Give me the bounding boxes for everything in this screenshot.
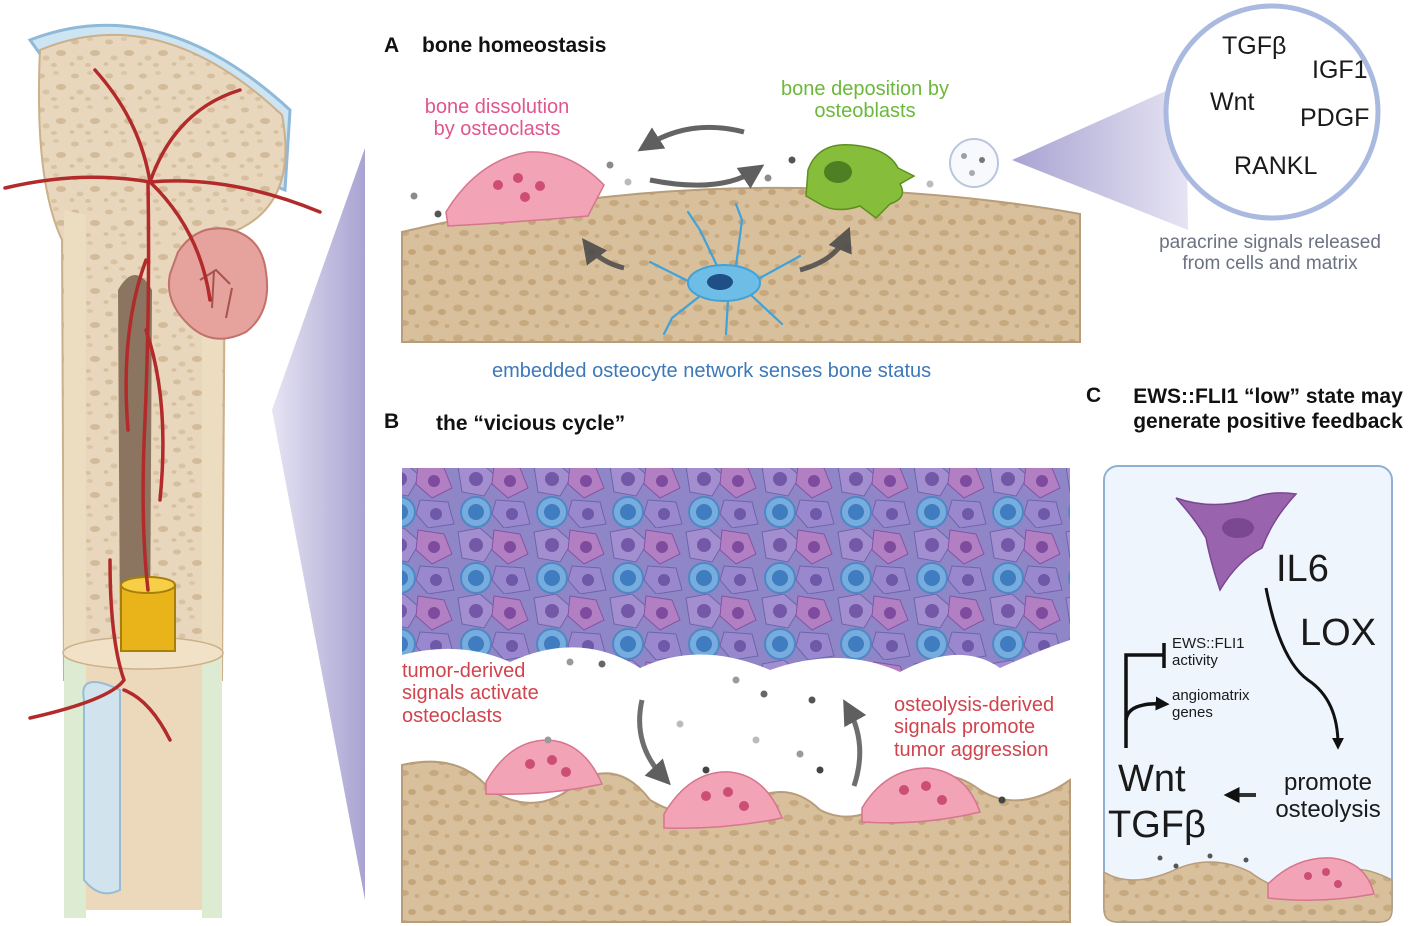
long-bone-illustration: [3, 23, 322, 918]
label-lox: LOX: [1300, 612, 1377, 654]
osteoclast-b2: [663, 771, 784, 830]
label-tgfb: TGFβ: [1108, 804, 1206, 846]
signal-pdgf: PDGF: [1300, 104, 1370, 132]
panel-c-title: EWS::FLI1 “low” state may generate posit…: [1133, 385, 1403, 434]
paracrine-signal-circle: [1163, 3, 1381, 221]
panel-b-scene: [401, 468, 1071, 923]
angiomatrix-genes-label: angiomatrix genes: [1172, 687, 1250, 721]
osteocyte-network-label: embedded osteocyte network senses bone s…: [492, 360, 932, 382]
osteoclast-c: [1267, 857, 1375, 901]
panel-c-scene: [1103, 465, 1393, 923]
osteoclast-b1: [485, 739, 604, 796]
osteocyte-a: [648, 202, 802, 336]
zoom-cone-right: [1012, 82, 1188, 230]
panel-c-letter: C: [1086, 384, 1102, 407]
ews-fli1-activity-label: EWS::FLI1 activity: [1172, 635, 1245, 669]
label-il6: IL6: [1276, 548, 1329, 590]
signal-rankl: RANKL: [1234, 152, 1318, 180]
promote-osteolysis-label: promote osteolysis: [1275, 769, 1381, 823]
panel-b-letter: B: [384, 410, 400, 433]
panel-a-scene: [401, 3, 1381, 343]
label-wnt: Wnt: [1118, 758, 1186, 800]
signal-igf1: IGF1: [1312, 56, 1368, 84]
paracrine-signals-label: paracrine signals released from cells an…: [1159, 232, 1381, 275]
bone-deposition-label: bone deposition by osteoblasts: [781, 78, 949, 123]
tumor-cell-c: [1175, 492, 1298, 592]
osteolysis-derived-signals-label: osteolysis-derived signals promote tumor…: [894, 694, 1055, 761]
tumor-derived-signals-label: tumor-derived signals activate osteoclas…: [402, 660, 539, 727]
osteoclast-b3: [861, 767, 981, 824]
osteoclast-a: [445, 151, 605, 227]
bone-dissolution-label: bone dissolution by osteoclasts: [424, 96, 570, 141]
panel-a-letter: A: [384, 34, 400, 57]
panel-b-title: the “vicious cycle”: [436, 412, 626, 435]
panel-a-title: bone homeostasis: [422, 34, 607, 57]
zoom-cone-left: [272, 148, 365, 900]
signal-wnt: Wnt: [1210, 88, 1255, 116]
signal-tgfb: TGFβ: [1222, 32, 1287, 60]
